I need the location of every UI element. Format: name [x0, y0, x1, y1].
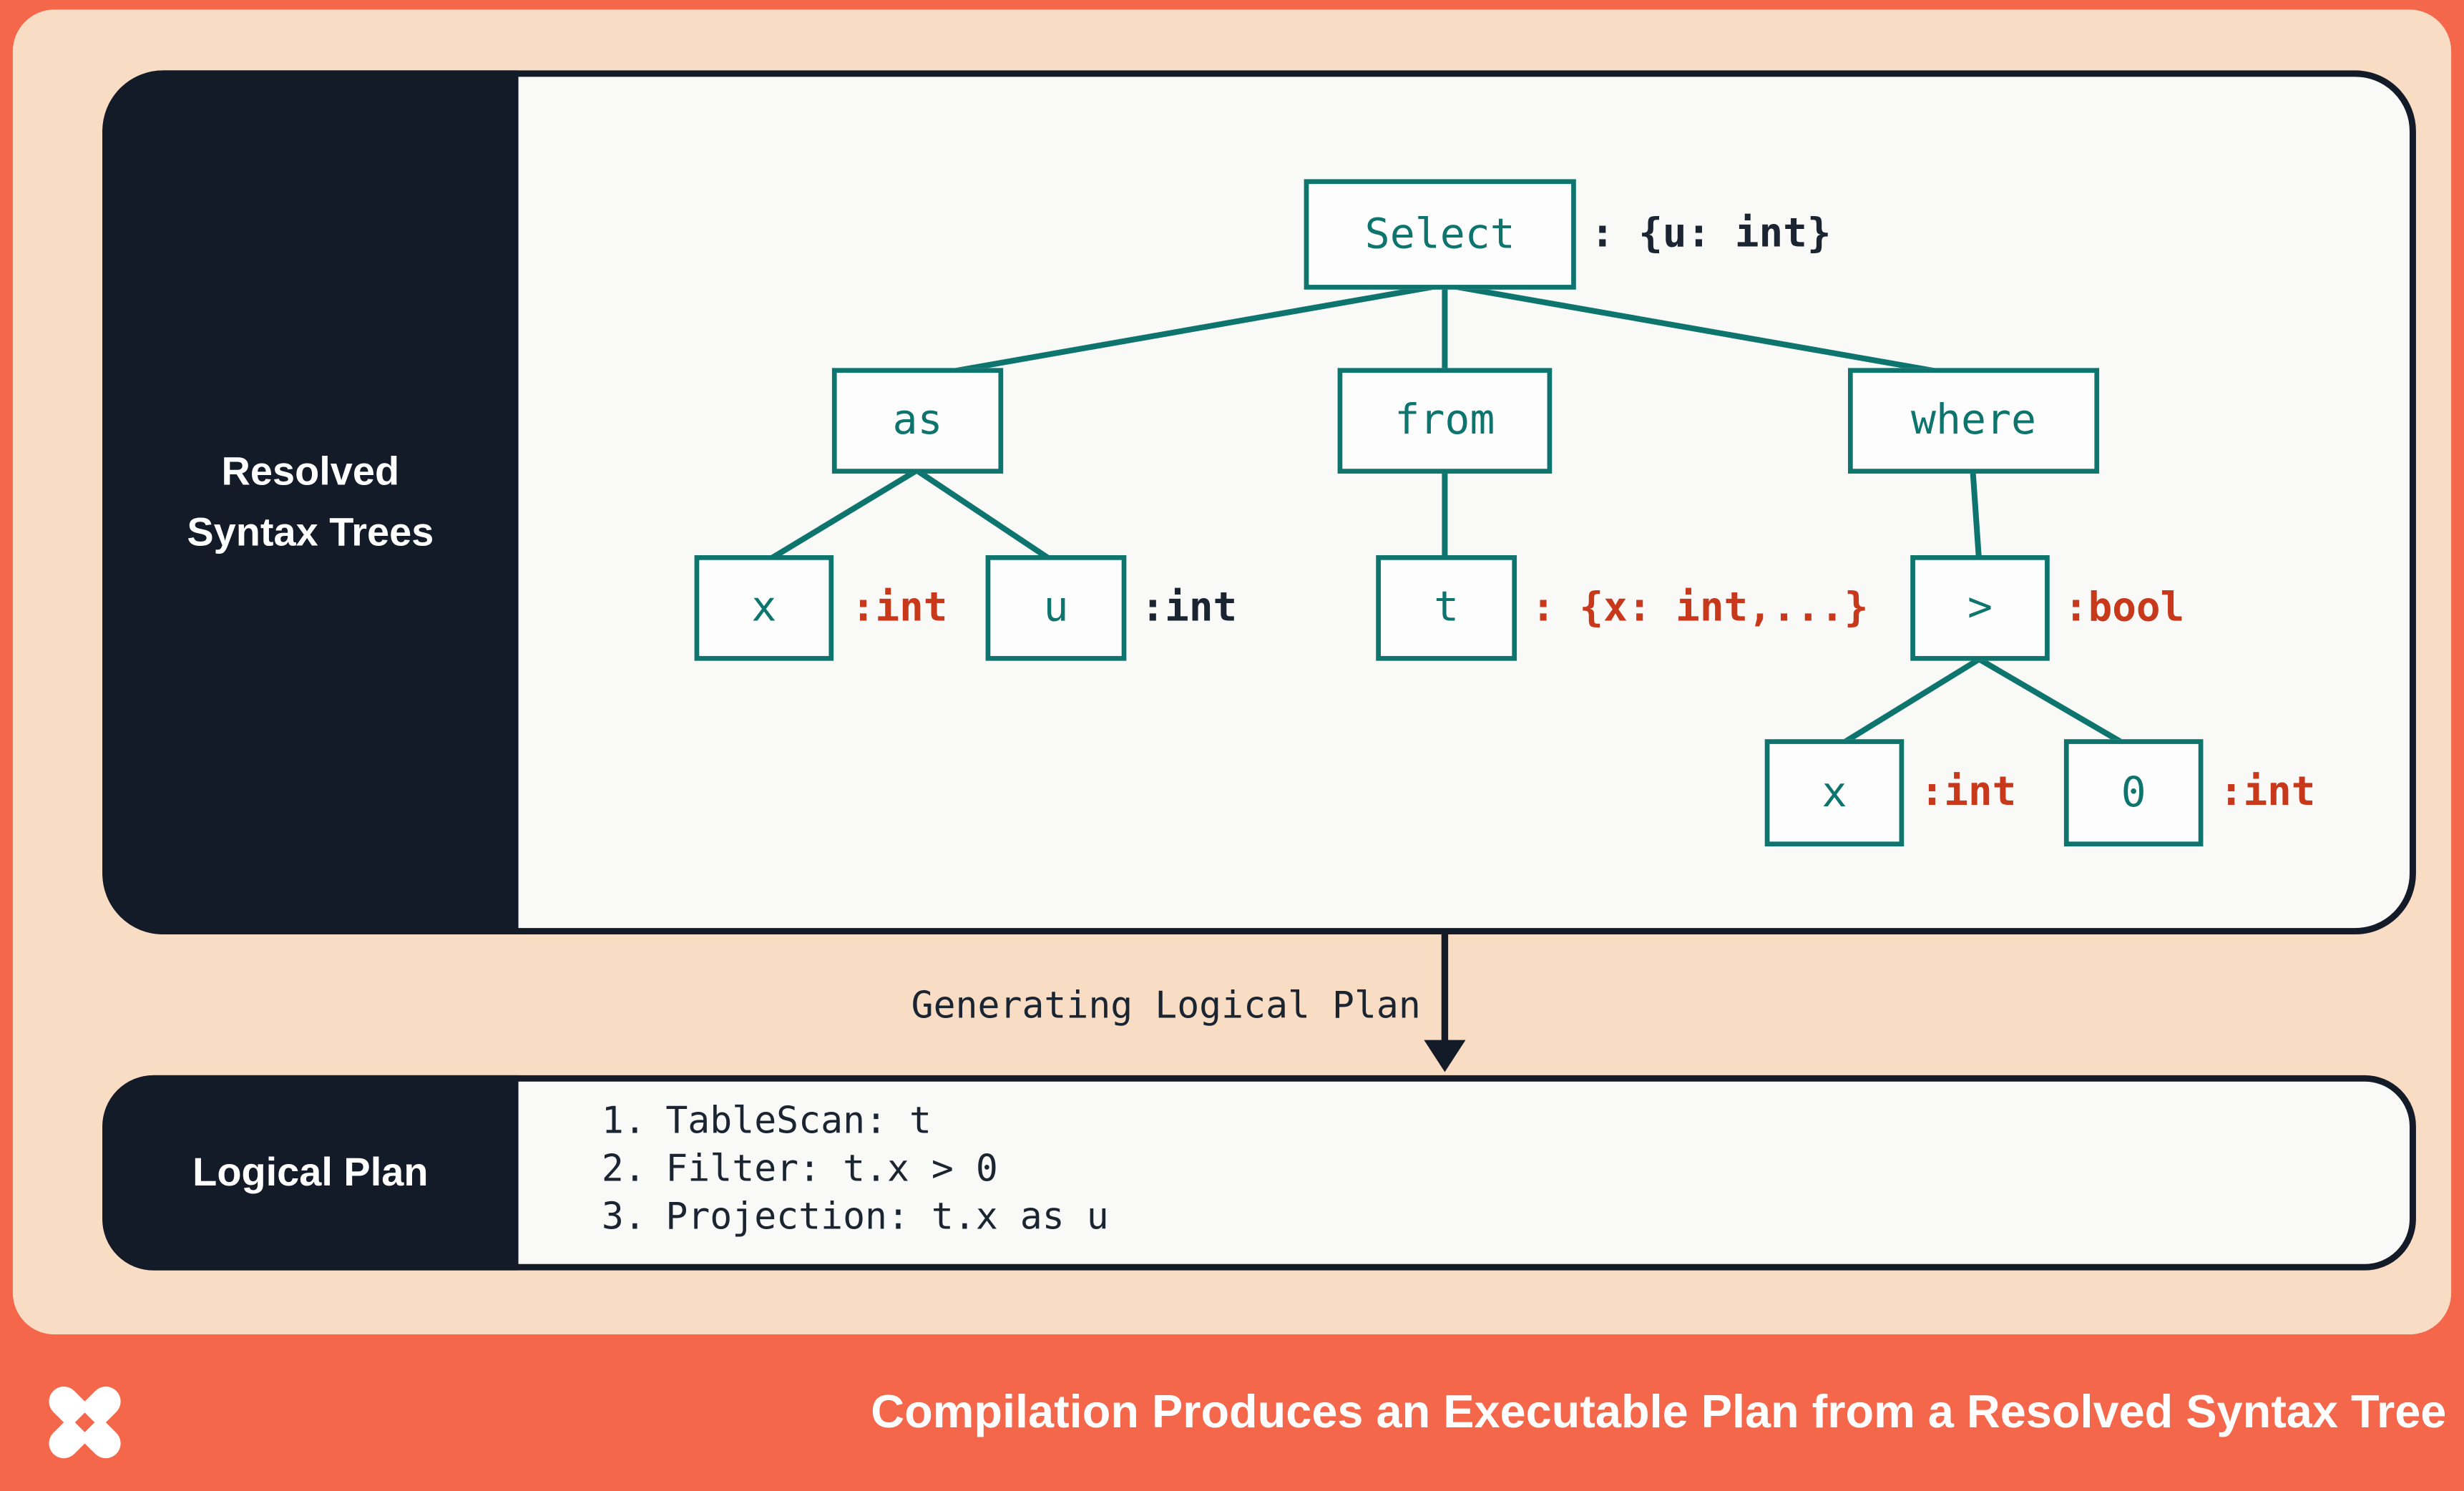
- tree-node-zero-under-gt: 0: [2063, 739, 2204, 847]
- resolved-panel-sidebar: Resolved Syntax Trees: [102, 70, 519, 935]
- plan-step: 2. Filter: t.x > 0: [602, 1145, 1109, 1193]
- plan-step: 3. Projection: t.x as u: [602, 1193, 1109, 1241]
- generating-arrow-icon: [1424, 934, 1466, 1072]
- logical-plan-label: Logical Plan: [192, 1150, 429, 1196]
- annotation-t-type: : {x: int,...}: [1531, 584, 1869, 631]
- tree-node-u-under-as: u: [985, 555, 1127, 661]
- resolved-syntax-trees-panel: Resolved Syntax Trees: [102, 70, 2416, 935]
- resolved-panel-label-line1: Resolved: [221, 449, 400, 495]
- logical-plan-steps: 1. TableScan: t 2. Filter: t.x > 0 3. Pr…: [602, 1082, 1109, 1258]
- generating-logical-plan-label: Generating Logical Plan: [911, 985, 1421, 1027]
- plan-step-number: 1.: [601, 1100, 646, 1143]
- annotation-u-type: :int: [1140, 584, 1238, 631]
- logical-plan-panel: Logical Plan 1. TableScan: t 2. Filter: …: [102, 1075, 2416, 1271]
- x-pinwheel-logo-icon: [49, 1387, 121, 1459]
- tree-node-from: from: [1337, 368, 1553, 474]
- tree-node-select: Select: [1304, 179, 1576, 290]
- annotation-select-type: : {u: int}: [1590, 209, 1832, 256]
- tree-node-t-under-from: t: [1376, 555, 1517, 661]
- tree-node-as: as: [831, 368, 1004, 474]
- tree-node-x-under-gt: x: [1764, 739, 1905, 847]
- plan-step: 1. TableScan: t: [602, 1098, 1109, 1145]
- resolved-panel-label-line2: Syntax Trees: [187, 510, 434, 556]
- footer-bar: Compilation Produces an Executable Plan …: [0, 1334, 2464, 1491]
- logical-plan-sidebar: Logical Plan: [102, 1075, 519, 1271]
- tree-node-where: where: [1847, 368, 2100, 474]
- tree-edges: [761, 282, 2135, 752]
- annotation-x-type: :int: [851, 584, 948, 631]
- plan-step-text: Filter: t.x > 0: [665, 1148, 998, 1191]
- tree-node-x-under-as: x: [694, 555, 834, 661]
- plan-step-text: TableScan: t: [665, 1100, 932, 1143]
- tree-node-gt-under-where: >: [1910, 555, 2050, 661]
- plan-step-number: 2.: [601, 1148, 646, 1191]
- plan-step-text: Projection: t.x as u: [665, 1196, 1109, 1238]
- annotation-x2-type: :int: [1920, 768, 2017, 815]
- annotation-zero-type: :int: [2219, 768, 2316, 815]
- annotation-gt-type: :bool: [2063, 584, 2185, 631]
- plan-step-number: 3.: [601, 1196, 646, 1238]
- footer-caption: Compilation Produces an Executable Plan …: [871, 1386, 2447, 1438]
